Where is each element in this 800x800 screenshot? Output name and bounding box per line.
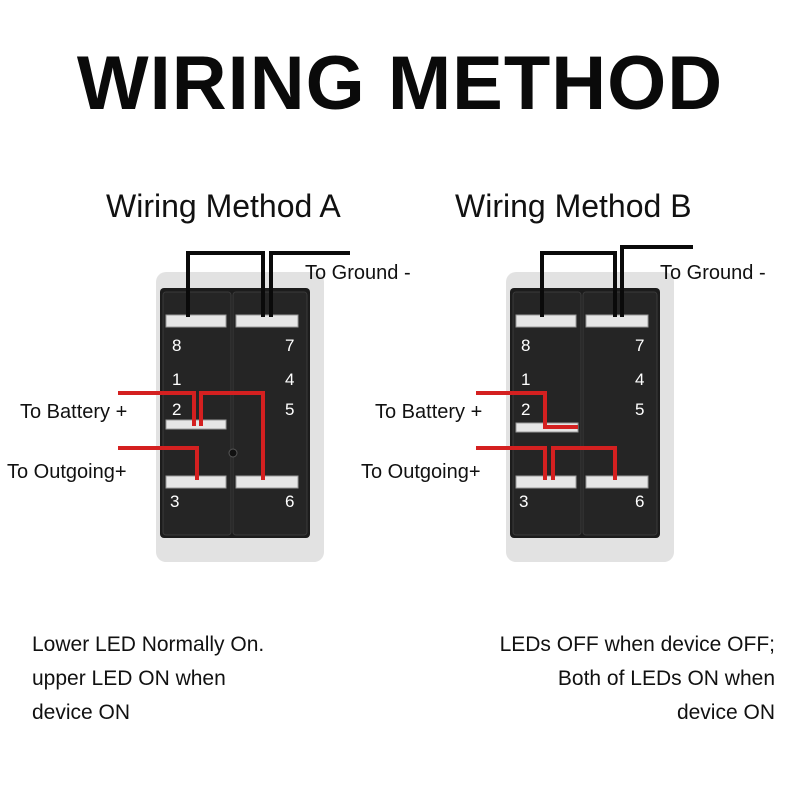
pin-label: 2 — [521, 400, 530, 419]
note-line: device ON — [32, 701, 131, 724]
pin-label: 3 — [170, 492, 179, 511]
wiring-method-a-note: Lower LED Normally On. upper LED ON when… — [32, 628, 264, 730]
terminal-8 — [515, 314, 577, 328]
pin-label: 8 — [521, 336, 530, 355]
ground-wires-b — [540, 245, 693, 317]
red-wires-b — [476, 391, 617, 480]
pin-label: 7 — [285, 336, 294, 355]
pin-label: 1 — [172, 370, 181, 389]
note-line: Both of LEDs ON when — [557, 667, 775, 690]
wiring-method-b-note: LEDs OFF when device OFF; Both of LEDs O… — [500, 628, 775, 730]
pin-label: 8 — [172, 336, 181, 355]
battery-label-a: To Battery + — [20, 401, 128, 423]
pin-label: 4 — [635, 370, 644, 389]
pin-label: 6 — [285, 492, 294, 511]
ground-wires-a — [186, 251, 350, 317]
wiring-method-b-title: Wiring Method B — [455, 188, 692, 224]
note-line: device ON — [676, 701, 775, 724]
pin-label: 4 — [285, 370, 294, 389]
outgoing-label-b: To Outgoing+ — [361, 461, 481, 483]
pin-label: 5 — [285, 400, 294, 419]
terminal-8 — [165, 314, 227, 328]
battery-label-b: To Battery + — [375, 401, 483, 423]
note-line: LEDs OFF when device OFF; — [499, 633, 775, 656]
pin-label: 5 — [635, 400, 644, 419]
note-line: Lower LED Normally On. — [32, 633, 265, 656]
pin-label: 7 — [635, 336, 644, 355]
pin-label: 3 — [519, 492, 528, 511]
outgoing-label-a: To Outgoing+ — [7, 461, 127, 483]
ground-label-a: To Ground - — [305, 262, 411, 284]
page-title: WIRING METHOD — [76, 41, 724, 126]
pin-label: 1 — [521, 370, 530, 389]
pin-numbers-b: 8 7 1 4 2 5 3 6 — [519, 336, 644, 511]
terminal-7 — [235, 314, 299, 328]
ground-label-b: To Ground - — [660, 262, 766, 284]
terminal-6 — [235, 475, 299, 489]
red-wires-a — [118, 391, 265, 480]
pin-label: 2 — [172, 400, 181, 419]
note-line: upper LED ON when — [32, 667, 226, 690]
wiring-method-a-title: Wiring Method A — [106, 188, 341, 224]
pin-numbers-a: 8 7 1 4 2 5 3 6 — [170, 336, 294, 511]
pin-label: 6 — [635, 492, 644, 511]
